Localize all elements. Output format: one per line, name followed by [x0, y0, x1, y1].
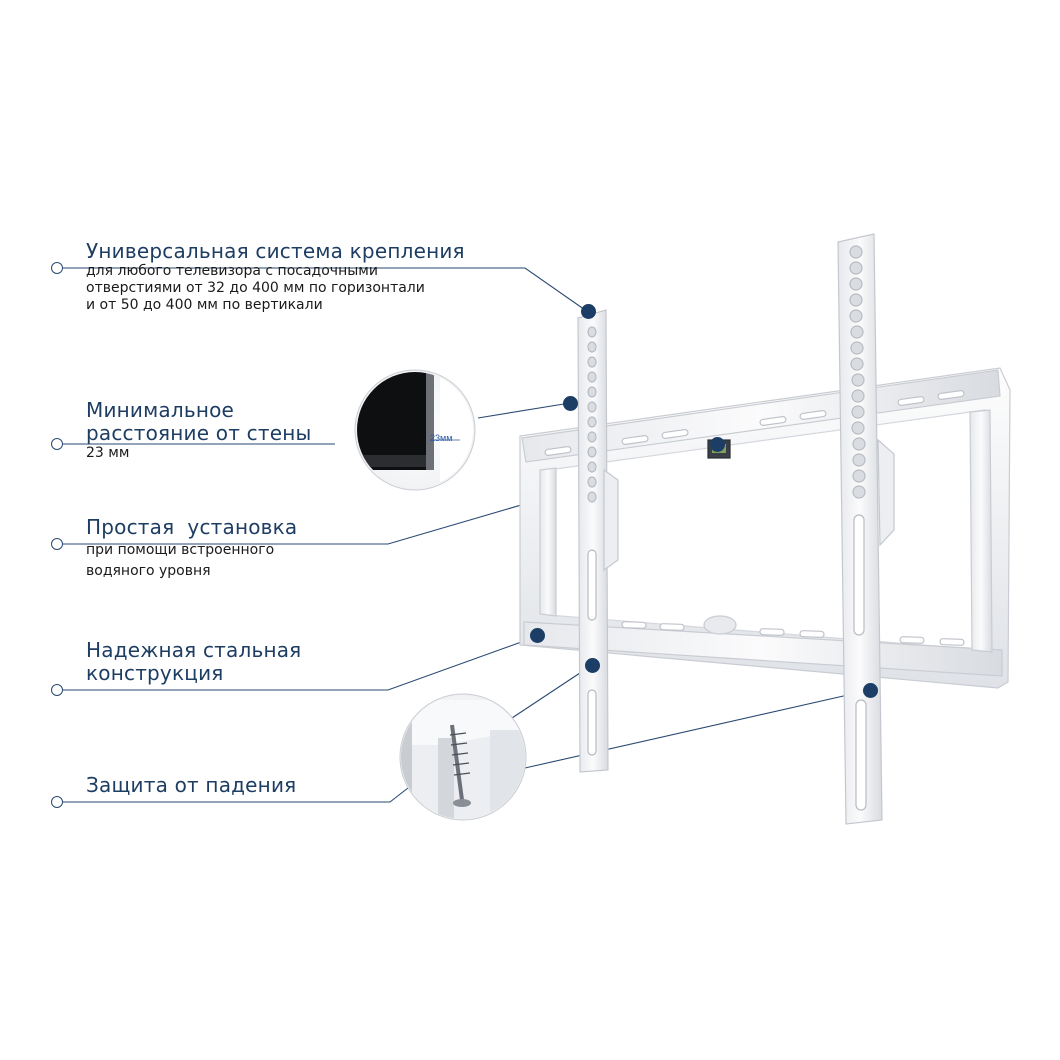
- gap-measure-label: 23мм: [430, 433, 453, 443]
- feature-title-line: Надежная стальная: [86, 638, 302, 662]
- feature-steel-construction: Надежная стальная конструкция: [86, 639, 301, 685]
- connector-line-1: [62, 267, 589, 313]
- left-vertical-arm: [577, 309, 619, 773]
- feature-fall-protection: Защита от падения: [86, 774, 296, 797]
- feature-title-line: конструкция: [86, 661, 224, 685]
- marker-ring-4: [51, 684, 63, 696]
- feature-desc-line: и от 50 до 400 мм по вертикали: [86, 297, 323, 313]
- marker-dot-level: [710, 437, 725, 452]
- feature-easy-install: Простая установка при помощи встроенного…: [86, 516, 297, 580]
- marker-dot-fall-left: [585, 658, 600, 673]
- feature-title: Универсальная система крепления: [86, 239, 465, 263]
- right-vertical-arm: [837, 233, 895, 825]
- connector-line-5: [62, 787, 409, 803]
- marker-dot-gap: [563, 396, 578, 411]
- callout-fall-protection: [399, 693, 527, 821]
- connector-line-4: [62, 635, 539, 691]
- connector-line-5c: [524, 689, 871, 769]
- marker-ring-5: [51, 796, 63, 808]
- connector-line-5b: [511, 664, 593, 719]
- feature-title: Простая установка: [86, 515, 298, 539]
- marker-dot-mount: [581, 304, 596, 319]
- feature-desc-line: водяного уровня: [86, 563, 211, 579]
- marker-ring-3: [51, 538, 63, 550]
- connector-line-2b: [477, 402, 571, 419]
- marker-ring-2: [51, 438, 63, 450]
- marker-dot-steel: [530, 628, 545, 643]
- feature-title: Защита от падения: [86, 773, 297, 797]
- feature-desc-line: для любого телевизора с посадочными: [86, 263, 378, 279]
- feature-desc-line: отверстиями от 32 до 400 мм по горизонта…: [86, 280, 425, 296]
- feature-title-line: Минимальное: [86, 398, 235, 422]
- feature-title-line: расстояние от стены: [86, 421, 312, 445]
- callout-wall-gap: [354, 369, 476, 491]
- marker-ring-1: [51, 262, 63, 274]
- feature-desc-line: при помощи встроенного: [86, 542, 275, 558]
- feature-min-distance: Минимальное расстояние от стены 23 мм: [86, 399, 311, 462]
- feature-universal-mount: Универсальная система крепления для любо…: [86, 240, 465, 314]
- marker-dot-fall-right: [863, 683, 878, 698]
- feature-desc-line: 23 мм: [86, 445, 130, 461]
